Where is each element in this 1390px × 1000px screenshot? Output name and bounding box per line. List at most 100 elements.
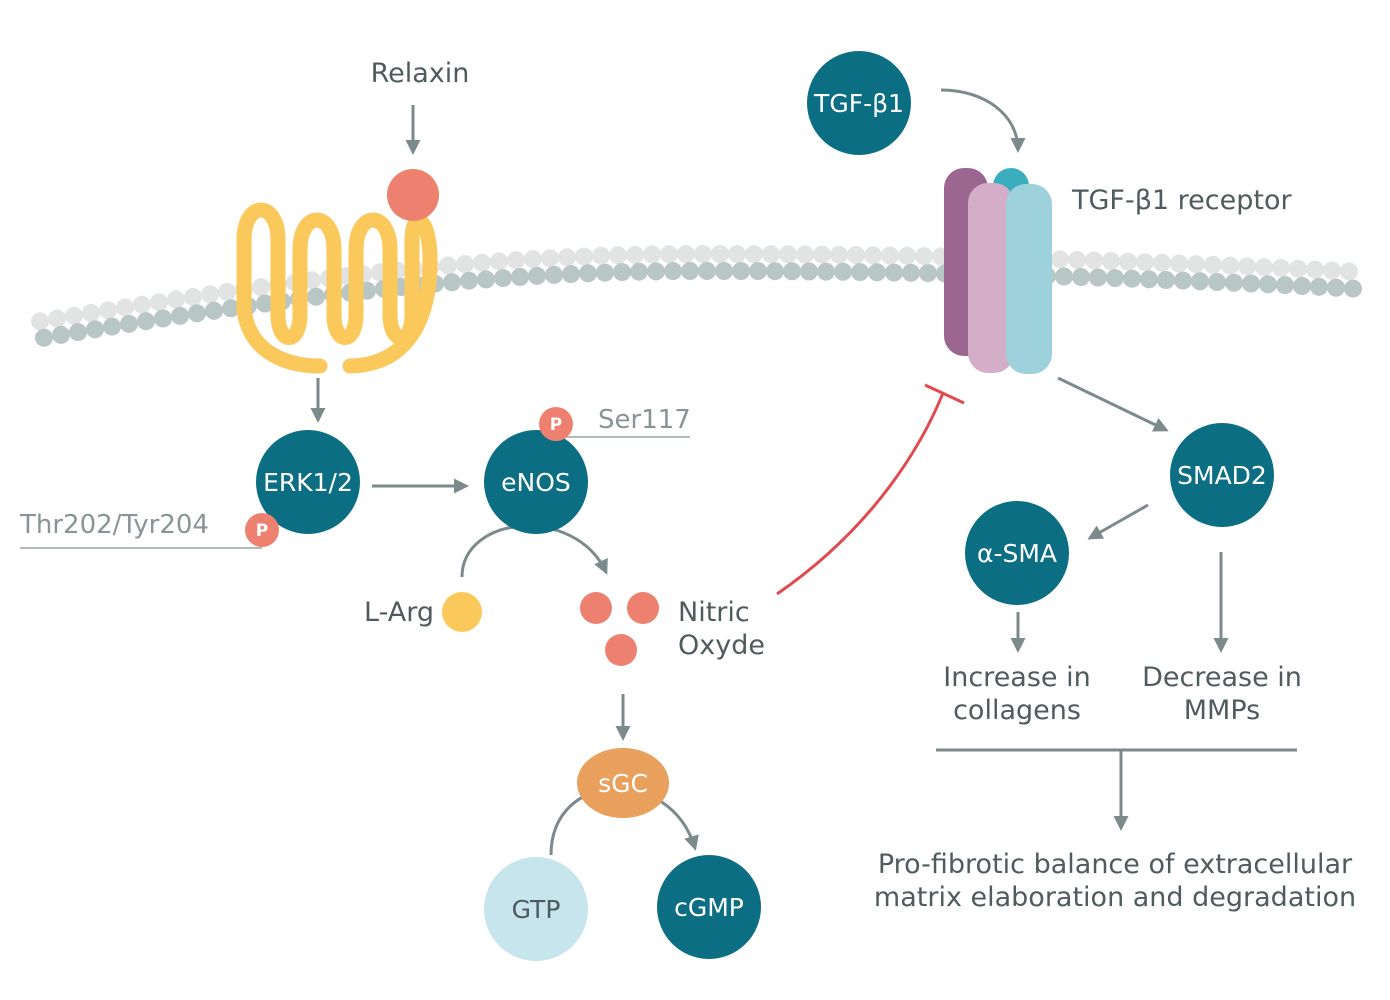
membrane-lipid [307, 287, 325, 306]
erk-label: ERK1/2 [263, 468, 353, 497]
increase-label-line2: collagens [953, 695, 1081, 726]
membrane-lipid [1344, 279, 1362, 298]
membrane-lipid [1170, 254, 1188, 273]
membrane-lipid [1327, 278, 1345, 297]
membrane-lipid [222, 299, 240, 318]
membrane-lipid [65, 306, 83, 325]
ser117-label: Ser117 [598, 405, 691, 435]
membrane-lipid [1272, 258, 1290, 277]
membrane-lipid [528, 266, 546, 285]
membrane-lipid [698, 262, 716, 280]
membrane-lipid [545, 265, 563, 284]
membrane-lipid [1310, 277, 1328, 296]
membrane-lipid [439, 256, 457, 275]
tgf-b1-node: TGF-β1 [807, 51, 911, 155]
nitric-oxide-molecule [627, 592, 659, 624]
membrane-lipid [1055, 267, 1073, 286]
nitric-label: Nitric [678, 597, 750, 628]
arrow-smad2-to-asma [1087, 503, 1149, 540]
membrane-lipid [681, 262, 699, 280]
membrane-lipid [1187, 255, 1205, 274]
membrane-lipid [596, 263, 614, 282]
membrane-lipid [494, 269, 512, 288]
membrane-lipid [490, 252, 508, 271]
membrane-lipid [630, 262, 648, 281]
membrane-lipid [1174, 271, 1192, 290]
membrane-lipid [834, 262, 852, 281]
phospho-badge-enos: P [539, 407, 573, 441]
membrane-lipid [511, 268, 529, 286]
membrane-lipid [1255, 258, 1273, 277]
membrane-lipid [1051, 250, 1069, 269]
membrane-lipid [745, 245, 763, 264]
membrane-lipid [1102, 252, 1120, 270]
membrane-lipid [902, 263, 920, 282]
membrane-lipid [1085, 251, 1103, 270]
membrane-lipid [188, 304, 206, 323]
nitric-oxide-molecule [580, 592, 612, 624]
tgf-b1-receptor [944, 168, 1052, 374]
membrane-lipid [647, 262, 665, 281]
asma-label: α-SMA [977, 539, 1057, 568]
cgmp-node: cGMP [657, 855, 761, 959]
membrane-lipid [120, 314, 138, 333]
membrane-lipid [779, 245, 797, 264]
membrane-lipid [864, 246, 882, 265]
membrane-lipid [35, 328, 53, 347]
smad2-label: SMAD2 [1177, 461, 1267, 490]
inhibition-bar [924, 383, 965, 405]
membrane-lipid [31, 312, 49, 331]
membrane-lipid [1089, 268, 1107, 287]
membrane-lipid [137, 312, 155, 331]
membrane-lipid [171, 306, 189, 325]
relaxin-ligand [387, 169, 439, 221]
membrane-lipid [1221, 256, 1239, 275]
membrane-lipid [847, 246, 865, 264]
tgf-b1-label: TGF-β1 [813, 89, 904, 118]
membrane-lipid [541, 249, 559, 268]
membrane-lipid [677, 245, 695, 263]
membrane-lipid [1293, 277, 1311, 295]
membrane-lipid [1323, 261, 1341, 280]
membrane-lipid [562, 265, 580, 284]
oxyde-label: Oxyde [678, 630, 765, 661]
membrane-lipid [643, 245, 661, 264]
membrane-lipid [99, 301, 117, 320]
membrane-lipid [1242, 274, 1260, 293]
membrane-lipid [579, 264, 597, 283]
membrane-lipid [715, 262, 733, 280]
phospho-label: P [256, 521, 268, 541]
tgf-receptor-label: TGF-β1 receptor [1071, 185, 1292, 216]
membrane-lipid [800, 262, 818, 281]
l-arg-label: L-Arg [364, 597, 434, 628]
membrane-lipid [477, 270, 495, 289]
membrane-lipid [443, 273, 461, 292]
membrane-lipid [524, 250, 542, 269]
membrane-lipid [1140, 270, 1158, 289]
membrane-lipid [1106, 269, 1124, 288]
arrow-tgf-to-receptor [940, 88, 1026, 153]
membrane-lipid [898, 246, 916, 265]
asma-node: α-SMA [965, 501, 1069, 605]
smad2-node: SMAD2 [1170, 423, 1274, 527]
membrane-lipid [201, 285, 219, 304]
decrease-label-line2: MMPs [1184, 695, 1260, 726]
membrane-lipid [881, 246, 899, 265]
membrane-lipid [1119, 252, 1137, 271]
membrane-lipid [664, 262, 682, 281]
thr-tyr-label: Thr202/Tyr204 [19, 510, 209, 540]
membrane-lipid [252, 278, 270, 297]
membrane-lipid [1068, 250, 1086, 269]
membrane-lipid [915, 247, 933, 266]
phospho-badge-erk: P [245, 513, 279, 547]
membrane-lipid [218, 282, 236, 301]
membrane-lipid [749, 262, 767, 281]
membrane-lipid [830, 245, 848, 264]
balance-label-line2: matrix elaboration and degradation [874, 882, 1356, 913]
increase-label-line1: Increase in [943, 662, 1090, 693]
erk-node: ERK1/2 [256, 430, 360, 534]
membrane-lipid [507, 251, 525, 270]
sgc-label: sGC [598, 769, 648, 798]
membrane-lipid [456, 255, 474, 274]
